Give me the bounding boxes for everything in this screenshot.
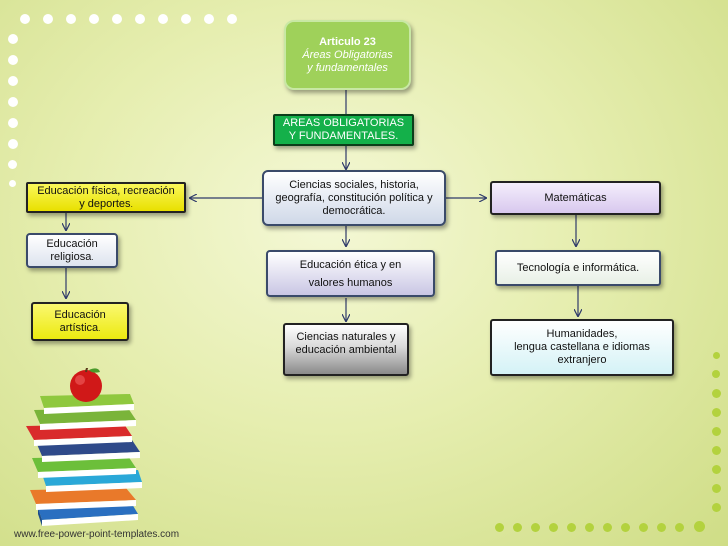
node-educacion-fisica-dot: . (130, 199, 133, 209)
node-educacion-religiosa-line1: Educación (46, 237, 98, 250)
node-matematicas-label: Matemáticas (544, 191, 607, 204)
node-educacion-artistica-line2: artística. (60, 322, 101, 335)
node-areas-obligatorias-line2: Y FUNDAMENTALES. (288, 130, 399, 142)
node-educacion-religiosa-line2: religiosa. (50, 251, 93, 264)
node-educacion-religiosa: Educación religiosa. (26, 233, 118, 268)
node-educacion-artistica-line1: Educación (54, 308, 106, 321)
node-educacion-religiosa-line2-text: religiosa (50, 250, 92, 263)
node-tecnologia-label: Tecnología e informática. (516, 261, 640, 274)
node-educacion-artistica-dot: . (98, 323, 101, 333)
node-educacion-fisica-line1: Educación física, recreación (37, 184, 175, 197)
node-humanidades: Humanidades, lengua castellana e idiomas… (490, 319, 674, 376)
node-ciencias-sociales: Ciencias sociales, historia, geografía, … (262, 170, 446, 226)
node-humanidades-line3: extranjero (557, 354, 607, 366)
node-humanidades-line2: lengua castellana e idiomas (514, 341, 650, 353)
node-educacion-etica-line2: valores humanos (308, 276, 393, 289)
node-educacion-fisica: Educación física, recreación y deportes. (26, 182, 186, 213)
node-educacion-etica: Educación ética y en valores humanos (266, 250, 435, 297)
node-ciencias-naturales-line1: Ciencias naturales y (296, 331, 396, 343)
node-matematicas: Matemáticas (490, 181, 661, 215)
node-areas-obligatorias-line1: AREAS OBLIGATORIAS (282, 117, 405, 129)
node-humanidades-line1: Humanidades, (546, 328, 618, 340)
node-ciencias-sociales-line3: democrática. (322, 204, 386, 217)
node-ciencias-sociales-line2: geografía, constitución política y (275, 191, 433, 204)
stack-of-books-with-apple-icon (26, 368, 142, 526)
node-articulo-23-line2: y fundamentales (307, 61, 388, 74)
node-educacion-fisica-line2-text: y deportes (79, 197, 131, 210)
node-articulo-23-title: Articulo 23 (319, 35, 376, 48)
node-educacion-artistica-line2-text: artística (59, 321, 99, 334)
node-educacion-artistica: Educación artística. (31, 302, 129, 341)
node-educacion-religiosa-dot: . (91, 252, 94, 262)
node-ciencias-naturales: Ciencias naturales y educación ambiental (283, 323, 409, 376)
node-articulo-23-line1: Áreas Obligatorias (302, 48, 393, 61)
node-tecnologia: Tecnología e informática. (495, 250, 661, 286)
node-articulo-23: Articulo 23 Áreas Obligatorias y fundame… (284, 20, 411, 90)
node-educacion-fisica-line2: y deportes. (79, 198, 133, 211)
node-ciencias-sociales-line1: Ciencias sociales, historia, (289, 178, 419, 191)
node-ciencias-naturales-line2: educación ambiental (295, 344, 397, 356)
node-educacion-etica-line1: Educación ética y en (299, 258, 402, 271)
footer-url: www.free-power-point-templates.com (14, 529, 180, 540)
node-areas-obligatorias: AREAS OBLIGATORIAS Y FUNDAMENTALES. (273, 114, 414, 146)
